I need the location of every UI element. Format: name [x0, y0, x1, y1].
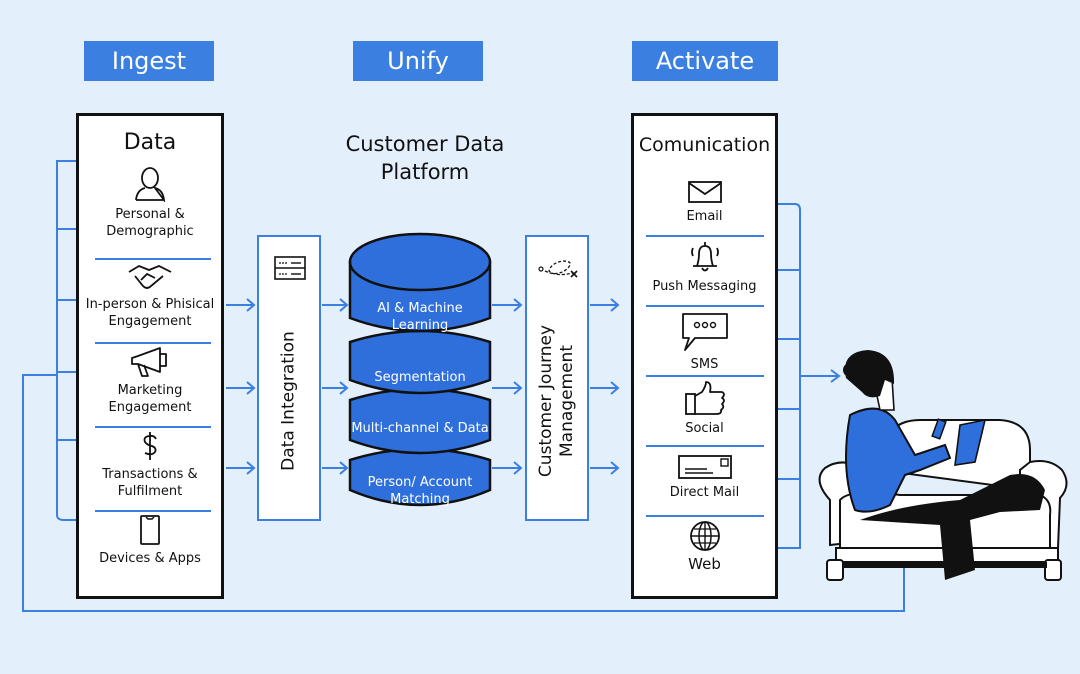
thumbs-up-icon [684, 381, 725, 415]
activate-item: Social [634, 380, 775, 437]
ingest-data-column: Data Personal & Demographic In-person & … [76, 113, 224, 599]
arrowhead [339, 298, 349, 312]
item-label: In-person & Phisical Engagement [85, 297, 215, 329]
stage-banner-ingest: Ingest [84, 41, 214, 81]
ingest-left-bracket [56, 160, 76, 521]
item-label: Transactions & Fulfilment [102, 467, 198, 499]
megaphone-icon [131, 347, 167, 377]
person-icon [135, 167, 166, 202]
item-label: Marketing Engagement [108, 383, 192, 415]
ingest-item: Devices & Apps [79, 514, 221, 567]
ingest-item: Transactions & Fulfilment [79, 430, 221, 500]
arrowhead [513, 298, 523, 312]
data-integration-box: Data Integration [257, 235, 321, 521]
mail-letter-icon [677, 455, 732, 479]
db-layer-segmentation [348, 329, 492, 395]
stage-banner-activate: Activate [632, 41, 778, 81]
hair-bun [843, 363, 857, 377]
item-label: Direct Mail [669, 485, 740, 500]
arrowhead [339, 461, 349, 475]
db-layer-label: Person/ Account Matching [367, 475, 473, 507]
activate-item: Web [634, 520, 775, 573]
divider [95, 342, 211, 344]
journey-path-icon [538, 260, 578, 278]
stage-banner-unify: Unify [353, 41, 483, 81]
globe-icon [689, 521, 720, 551]
phone-device-icon [140, 515, 160, 545]
dollar-icon [143, 432, 157, 460]
activate-item: Push Messaging [634, 240, 775, 295]
platform-title-line1: Customer Data [345, 132, 505, 156]
divider [646, 305, 764, 307]
ingest-item: In-person & Phisical Engagement [79, 264, 221, 330]
divider [646, 235, 764, 237]
arrowhead [513, 381, 523, 395]
item-label: Email [686, 209, 723, 224]
server-icon [274, 256, 306, 280]
activate-item: SMS [634, 310, 775, 373]
arrowhead [610, 461, 620, 475]
stage-label: Ingest [111, 47, 187, 75]
hair [844, 350, 895, 398]
divider [646, 375, 764, 377]
arrowhead [830, 369, 841, 383]
db-layer-label: Segmentation [374, 370, 466, 385]
activate-right-bracket [777, 203, 801, 549]
stage-label: Unify [387, 47, 449, 75]
arrowhead [246, 381, 256, 395]
bell-icon [690, 242, 719, 272]
handshake-icon [128, 264, 172, 289]
stage-label: Activate [655, 47, 755, 75]
item-label: Web [688, 555, 721, 573]
laptop [954, 418, 987, 466]
item-label: SMS [690, 357, 719, 372]
divider [646, 445, 764, 447]
arrowhead [246, 461, 256, 475]
legs [860, 474, 1045, 580]
column-title: Data [123, 130, 177, 155]
activate-item: Direct Mail [634, 454, 775, 501]
phone [931, 418, 947, 440]
db-layer-label: AI & Machine Learning [377, 301, 463, 333]
couch-leg [1044, 559, 1062, 581]
arrowhead [610, 381, 620, 395]
db-layer-label: Multi-channel & Data [351, 421, 489, 436]
arrowhead [513, 461, 523, 475]
divider [95, 510, 211, 512]
item-label: Social [685, 421, 724, 436]
person [843, 350, 1045, 580]
envelope-icon [687, 181, 722, 203]
arrowhead [610, 298, 620, 312]
platform-title-line2: Platform [380, 160, 470, 184]
activate-item: Email [634, 180, 775, 225]
customer-journey-box: Customer Journey Management [525, 235, 589, 521]
db-top [348, 232, 492, 292]
divider [646, 515, 764, 517]
ingest-item: Personal & Demographic [79, 166, 221, 240]
couch-leg [826, 559, 844, 581]
arrowhead [339, 381, 349, 395]
ingest-item: Marketing Engagement [79, 346, 221, 416]
column-title: Comunication [638, 134, 771, 156]
divider [95, 258, 211, 260]
platform-title: Customer Data Platform [330, 130, 520, 186]
feedback-loop-line [22, 374, 905, 612]
activate-communication-column: Comunication Email Push Messaging SMS So… [631, 113, 778, 599]
chat-bubble-icon [681, 313, 728, 351]
item-label: Push Messaging [652, 279, 757, 294]
divider [95, 426, 211, 428]
item-label: Personal & Demographic [106, 207, 194, 239]
item-label: Devices & Apps [99, 551, 201, 566]
arrowhead [246, 298, 256, 312]
